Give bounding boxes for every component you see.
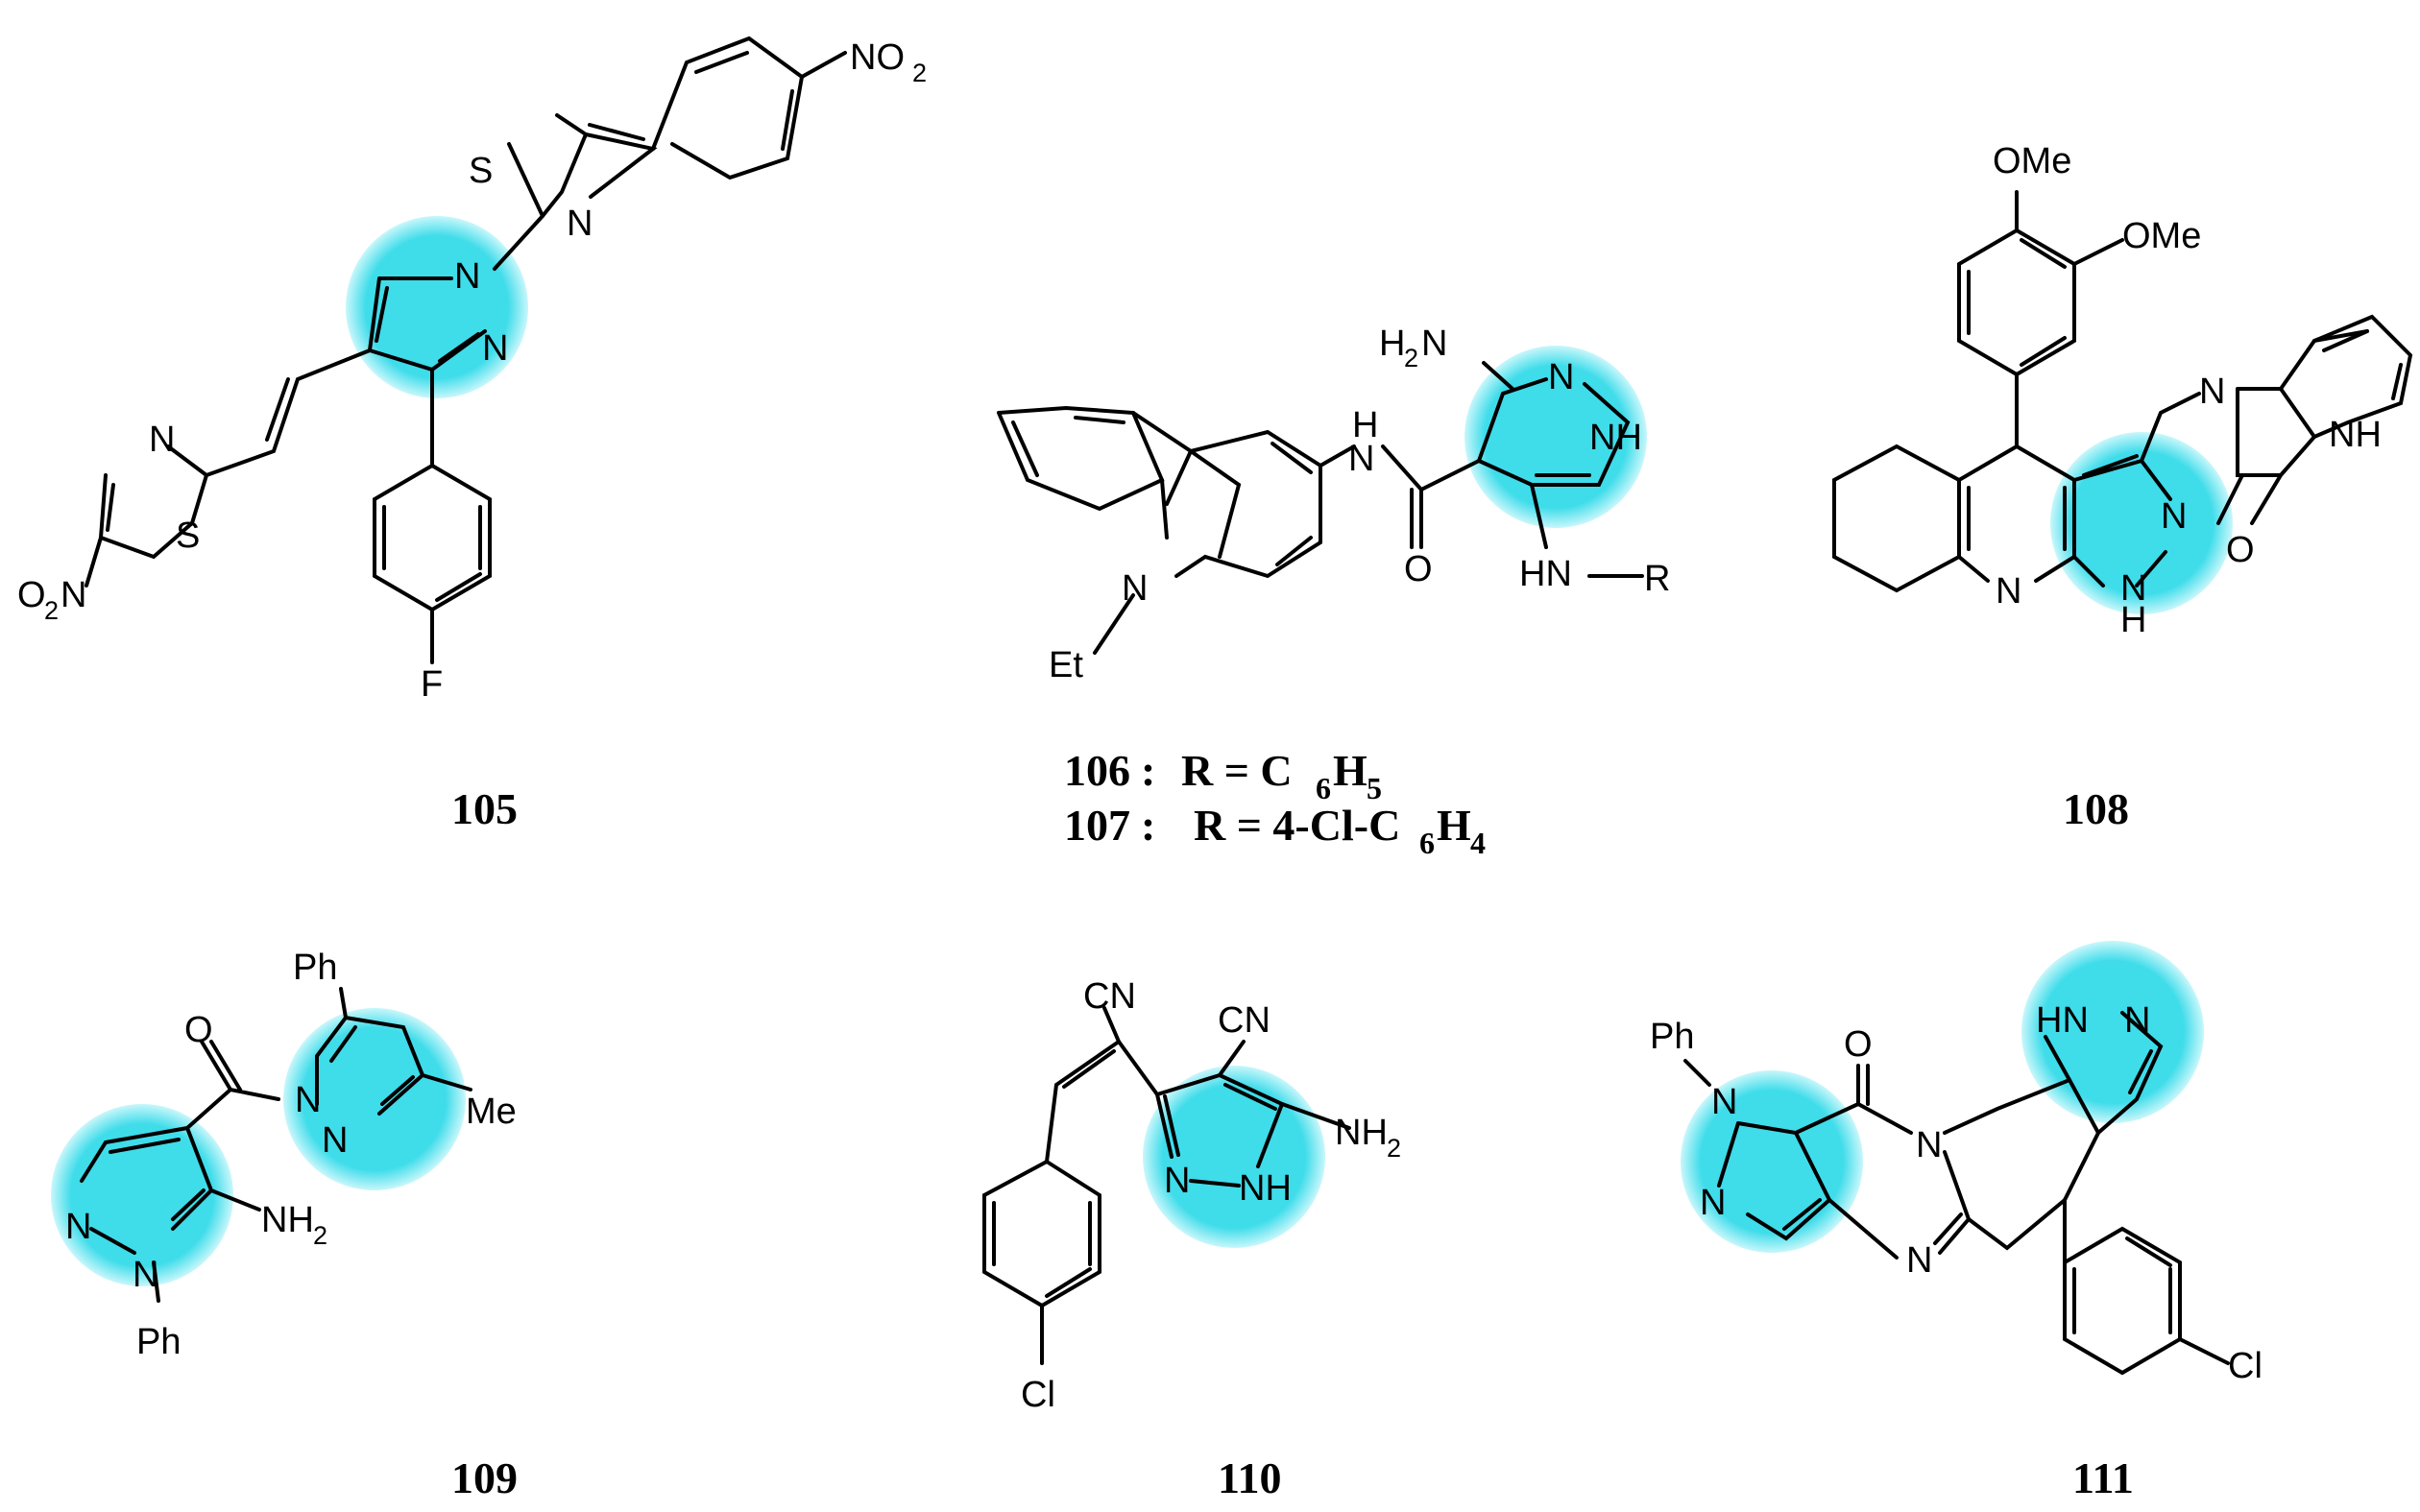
compound-label-111: 111 bbox=[2072, 1453, 2134, 1502]
atom-et: Et bbox=[1049, 645, 1083, 685]
atom-ome1: OMe bbox=[1993, 141, 2071, 181]
atom-s2: S bbox=[176, 516, 200, 556]
r-def-106-sub2: 5 bbox=[1367, 771, 1382, 805]
atom-no2-top-sub: 2 bbox=[912, 59, 927, 87]
atom-n2: N bbox=[482, 328, 508, 369]
compound-111: Ph N O HN N N N N Cl 111 bbox=[1650, 941, 2263, 1502]
r-def-106: R = C bbox=[1181, 746, 1293, 795]
atom-h2n-sub: 2 bbox=[1404, 344, 1418, 372]
pyrazole-highlight-left bbox=[1681, 1070, 1863, 1253]
atom-no2-left-n: N bbox=[60, 575, 86, 615]
r-def-107-sub1: 6 bbox=[1419, 826, 1435, 860]
atom-n-pyrim: N bbox=[1906, 1240, 1932, 1281]
atom-cn1: CN bbox=[1083, 976, 1136, 1017]
atom-o: O bbox=[184, 1010, 213, 1050]
atom-nh-indol: NH bbox=[2329, 415, 2382, 455]
atom-h-pz: H bbox=[2120, 600, 2146, 640]
atom-h2n-h: H bbox=[1379, 324, 1405, 364]
atom-n-imine: N bbox=[2199, 372, 2225, 412]
compound-label-110: 110 bbox=[1218, 1453, 1281, 1502]
pyrazole-highlight-lower bbox=[51, 1104, 233, 1286]
atom-r: R bbox=[1644, 559, 1670, 599]
atom-amide-h: H bbox=[1352, 405, 1378, 445]
atom-f: F bbox=[421, 664, 443, 705]
r-def-107-mid: H bbox=[1437, 801, 1471, 850]
atom-cl: Cl bbox=[1021, 1375, 1055, 1415]
compound-109: N N Ph O Me N N NH 2 Ph 109 bbox=[51, 948, 518, 1502]
atom-s1: S bbox=[469, 151, 493, 191]
atom-n-pz2: N bbox=[2120, 568, 2146, 609]
atom-n-bridge: N bbox=[1916, 1125, 1942, 1165]
atom-no2-left-o: O bbox=[17, 575, 46, 615]
atom-nh2-sub: 2 bbox=[1387, 1134, 1401, 1163]
atom-hn: HN bbox=[2036, 1000, 2089, 1041]
atom-ph: Ph bbox=[1650, 1017, 1694, 1057]
atom-n3: N bbox=[65, 1207, 91, 1247]
atom-ome2: OMe bbox=[2122, 216, 2201, 256]
atom-nh: NH bbox=[1239, 1168, 1292, 1209]
atom-ph2: Ph bbox=[136, 1322, 181, 1362]
atom-n1: N bbox=[2124, 1000, 2150, 1041]
atom-amide-o: O bbox=[1404, 549, 1433, 589]
compound-label-107: 107 bbox=[1064, 801, 1130, 850]
r-def-107-sub2: 4 bbox=[1470, 826, 1486, 860]
compound-110: CN CN NH 2 N NH Cl 110 bbox=[982, 976, 1401, 1502]
atom-nh2: NH bbox=[261, 1200, 314, 1240]
compound-label-109: 109 bbox=[451, 1453, 518, 1502]
r-def-106-mid: H bbox=[1333, 746, 1367, 795]
atom-n-ring: N bbox=[1122, 568, 1148, 609]
atom-n-pyr: N bbox=[1996, 571, 2021, 612]
atom-n4: N bbox=[149, 420, 175, 460]
atom-o: O bbox=[1844, 1024, 1873, 1065]
atom-amide-n: N bbox=[1348, 439, 1374, 479]
atom-hn: HN bbox=[1519, 554, 1572, 594]
atom-n2: N bbox=[322, 1120, 348, 1161]
atom-n-eq: N bbox=[1548, 357, 1574, 397]
atom-nh2-sub: 2 bbox=[313, 1221, 327, 1250]
r-def-107: R = 4-Cl-C bbox=[1194, 801, 1400, 850]
atom-cn2: CN bbox=[1218, 1000, 1270, 1041]
atom-n3: N bbox=[567, 204, 593, 244]
atom-ph1: Ph bbox=[293, 948, 337, 988]
pyrazole-highlight bbox=[2050, 432, 2233, 614]
compound-105: N N S N N S F NO 2 O 2 N 105 bbox=[17, 36, 927, 833]
atom-n1: N bbox=[1164, 1161, 1190, 1201]
atom-me: Me bbox=[466, 1092, 517, 1132]
atom-n2: N bbox=[1700, 1183, 1726, 1223]
pyrazole-highlight bbox=[346, 216, 528, 398]
atom-no2-left-sub: 2 bbox=[44, 596, 59, 625]
label-colon-106: : bbox=[1141, 746, 1155, 795]
compound-108: OMe OMe N NH O N N N H 108 bbox=[1832, 141, 2413, 833]
atom-nh-ring: NH bbox=[1589, 418, 1642, 458]
atom-nh2: NH bbox=[1335, 1113, 1388, 1153]
compound-106-107: H N O H 2 N N NH HN R N Et 106 : R = C 6… bbox=[997, 324, 1670, 860]
compound-label-106: 106 bbox=[1064, 746, 1130, 795]
atom-n-top: N bbox=[1711, 1082, 1737, 1122]
label-colon-107: : bbox=[1141, 801, 1155, 850]
atom-h2n-n: N bbox=[1421, 324, 1447, 364]
pyrazole-highlight-upper bbox=[283, 1008, 466, 1190]
compound-label-105: 105 bbox=[451, 784, 518, 833]
atom-n1: N bbox=[454, 256, 480, 297]
atom-no2-top: NO bbox=[850, 37, 905, 78]
r-def-106-sub1: 6 bbox=[1316, 771, 1331, 805]
atom-cl: Cl bbox=[2228, 1346, 2263, 1386]
atom-n4: N bbox=[133, 1255, 158, 1295]
atom-o-indol: O bbox=[2226, 530, 2255, 570]
atom-n-pz1: N bbox=[2161, 496, 2187, 537]
atom-n1: N bbox=[295, 1080, 321, 1120]
compound-label-108: 108 bbox=[2063, 784, 2129, 833]
